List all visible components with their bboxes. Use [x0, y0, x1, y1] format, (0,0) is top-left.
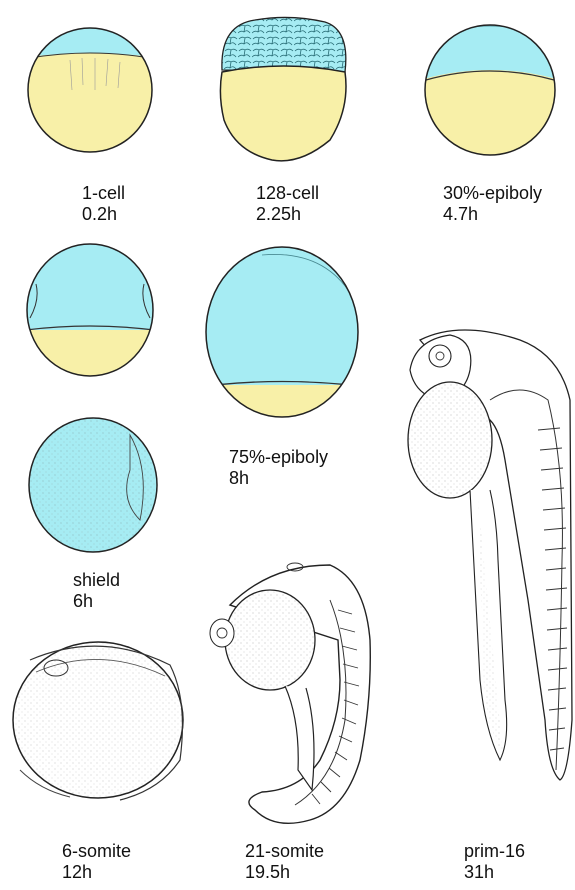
stage-time-prim-16: 31h — [464, 862, 525, 883]
stage-time-1-cell: 0.2h — [82, 204, 125, 225]
stage-name-30-epiboly: 30%-epiboly — [443, 183, 542, 204]
label-6-somite: 6-somite 12h — [62, 841, 131, 883]
label-75-epiboly: 75%-epiboly 8h — [229, 447, 328, 489]
stage-time-shield: 6h — [73, 591, 120, 612]
stage-time-21-somite: 19.5h — [245, 862, 324, 883]
embryo-21-somite — [210, 563, 370, 823]
label-prim-16: prim-16 31h — [464, 841, 525, 883]
embryo-128-cell — [220, 17, 346, 160]
label-128-cell: 128-cell 2.25h — [256, 183, 319, 225]
stage-time-75-epiboly: 8h — [229, 468, 328, 489]
embryo-prim-16 — [408, 330, 572, 780]
stage-time-30-epiboly: 4.7h — [443, 204, 542, 225]
label-shield: shield 6h — [73, 570, 120, 612]
stage-name-1-cell: 1-cell — [82, 183, 125, 204]
stage-name-21-somite: 21-somite — [245, 841, 324, 862]
label-21-somite: 21-somite 19.5h — [245, 841, 324, 883]
embryo-30-epiboly — [420, 20, 560, 160]
stage-name-75-epiboly: 75%-epiboly — [229, 447, 328, 468]
stage-name-128-cell: 128-cell — [256, 183, 319, 204]
embryo-1-cell — [20, 20, 160, 160]
embryo-shield — [29, 418, 157, 552]
stage-name-prim-16: prim-16 — [464, 841, 525, 862]
label-1-cell: 1-cell 0.2h — [82, 183, 125, 225]
label-30-epiboly: 30%-epiboly 4.7h — [443, 183, 542, 225]
stage-name-shield: shield — [73, 570, 120, 591]
stage-time-128-cell: 2.25h — [256, 204, 319, 225]
embryo-75-epiboly — [200, 240, 370, 420]
stage-time-6-somite: 12h — [62, 862, 131, 883]
embryo-germ-ring — [20, 240, 160, 380]
embryo-6-somite — [13, 642, 183, 800]
stage-name-6-somite: 6-somite — [62, 841, 131, 862]
